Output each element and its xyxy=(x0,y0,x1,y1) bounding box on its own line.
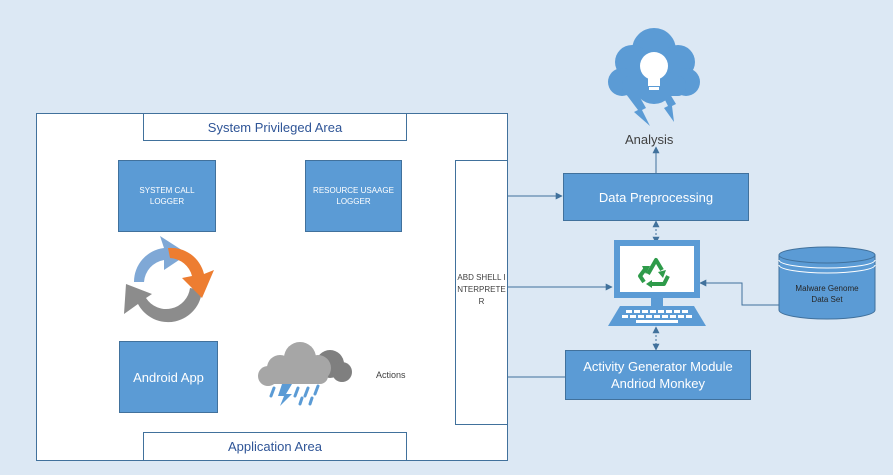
abd-shell-interpreter-label: ABD SHELL INTERPRETER xyxy=(457,273,506,306)
android-app-box: Android App xyxy=(119,341,218,413)
application-area-label: Application Area xyxy=(143,432,407,461)
system-call-logger-line1: SYSTEM CALL xyxy=(139,186,195,195)
database-icon xyxy=(778,246,876,320)
cloud-lightbulb-icon xyxy=(608,28,700,126)
resource-usage-logger-box: RESOURCE USAAGE LOGGER xyxy=(305,160,402,232)
system-container xyxy=(36,113,508,461)
system-call-logger-line2: LOGGER xyxy=(149,197,185,206)
abd-shell-interpreter-box xyxy=(455,160,508,425)
actions-label: Actions xyxy=(376,370,406,380)
analysis-label: Analysis xyxy=(625,132,674,147)
resource-logger-line2: LOGGER xyxy=(336,197,371,206)
dataset-label: Malware Genome Data Set xyxy=(775,283,879,305)
resource-logger-line1: RESOURCE USAAGE xyxy=(313,186,394,195)
dataset-label-line1: Malware Genome xyxy=(795,284,859,293)
dataset-to-computer-arrow xyxy=(699,279,779,306)
activity-generator-line1: Activity Generator Module xyxy=(583,359,733,374)
cycle-arrows-icon xyxy=(124,236,214,323)
storm-cloud-icon xyxy=(258,342,352,406)
computer-recycle-icon xyxy=(608,240,706,326)
system-call-logger-box: SYSTEM CALL LOGGER xyxy=(118,160,216,232)
system-privileged-area-label: System Privileged Area xyxy=(143,113,407,141)
data-preprocessing-box: Data Preprocessing xyxy=(563,173,749,221)
dataset-label-line2: Data Set xyxy=(811,295,843,304)
activity-generator-line2: Andriod Monkey xyxy=(611,376,705,391)
